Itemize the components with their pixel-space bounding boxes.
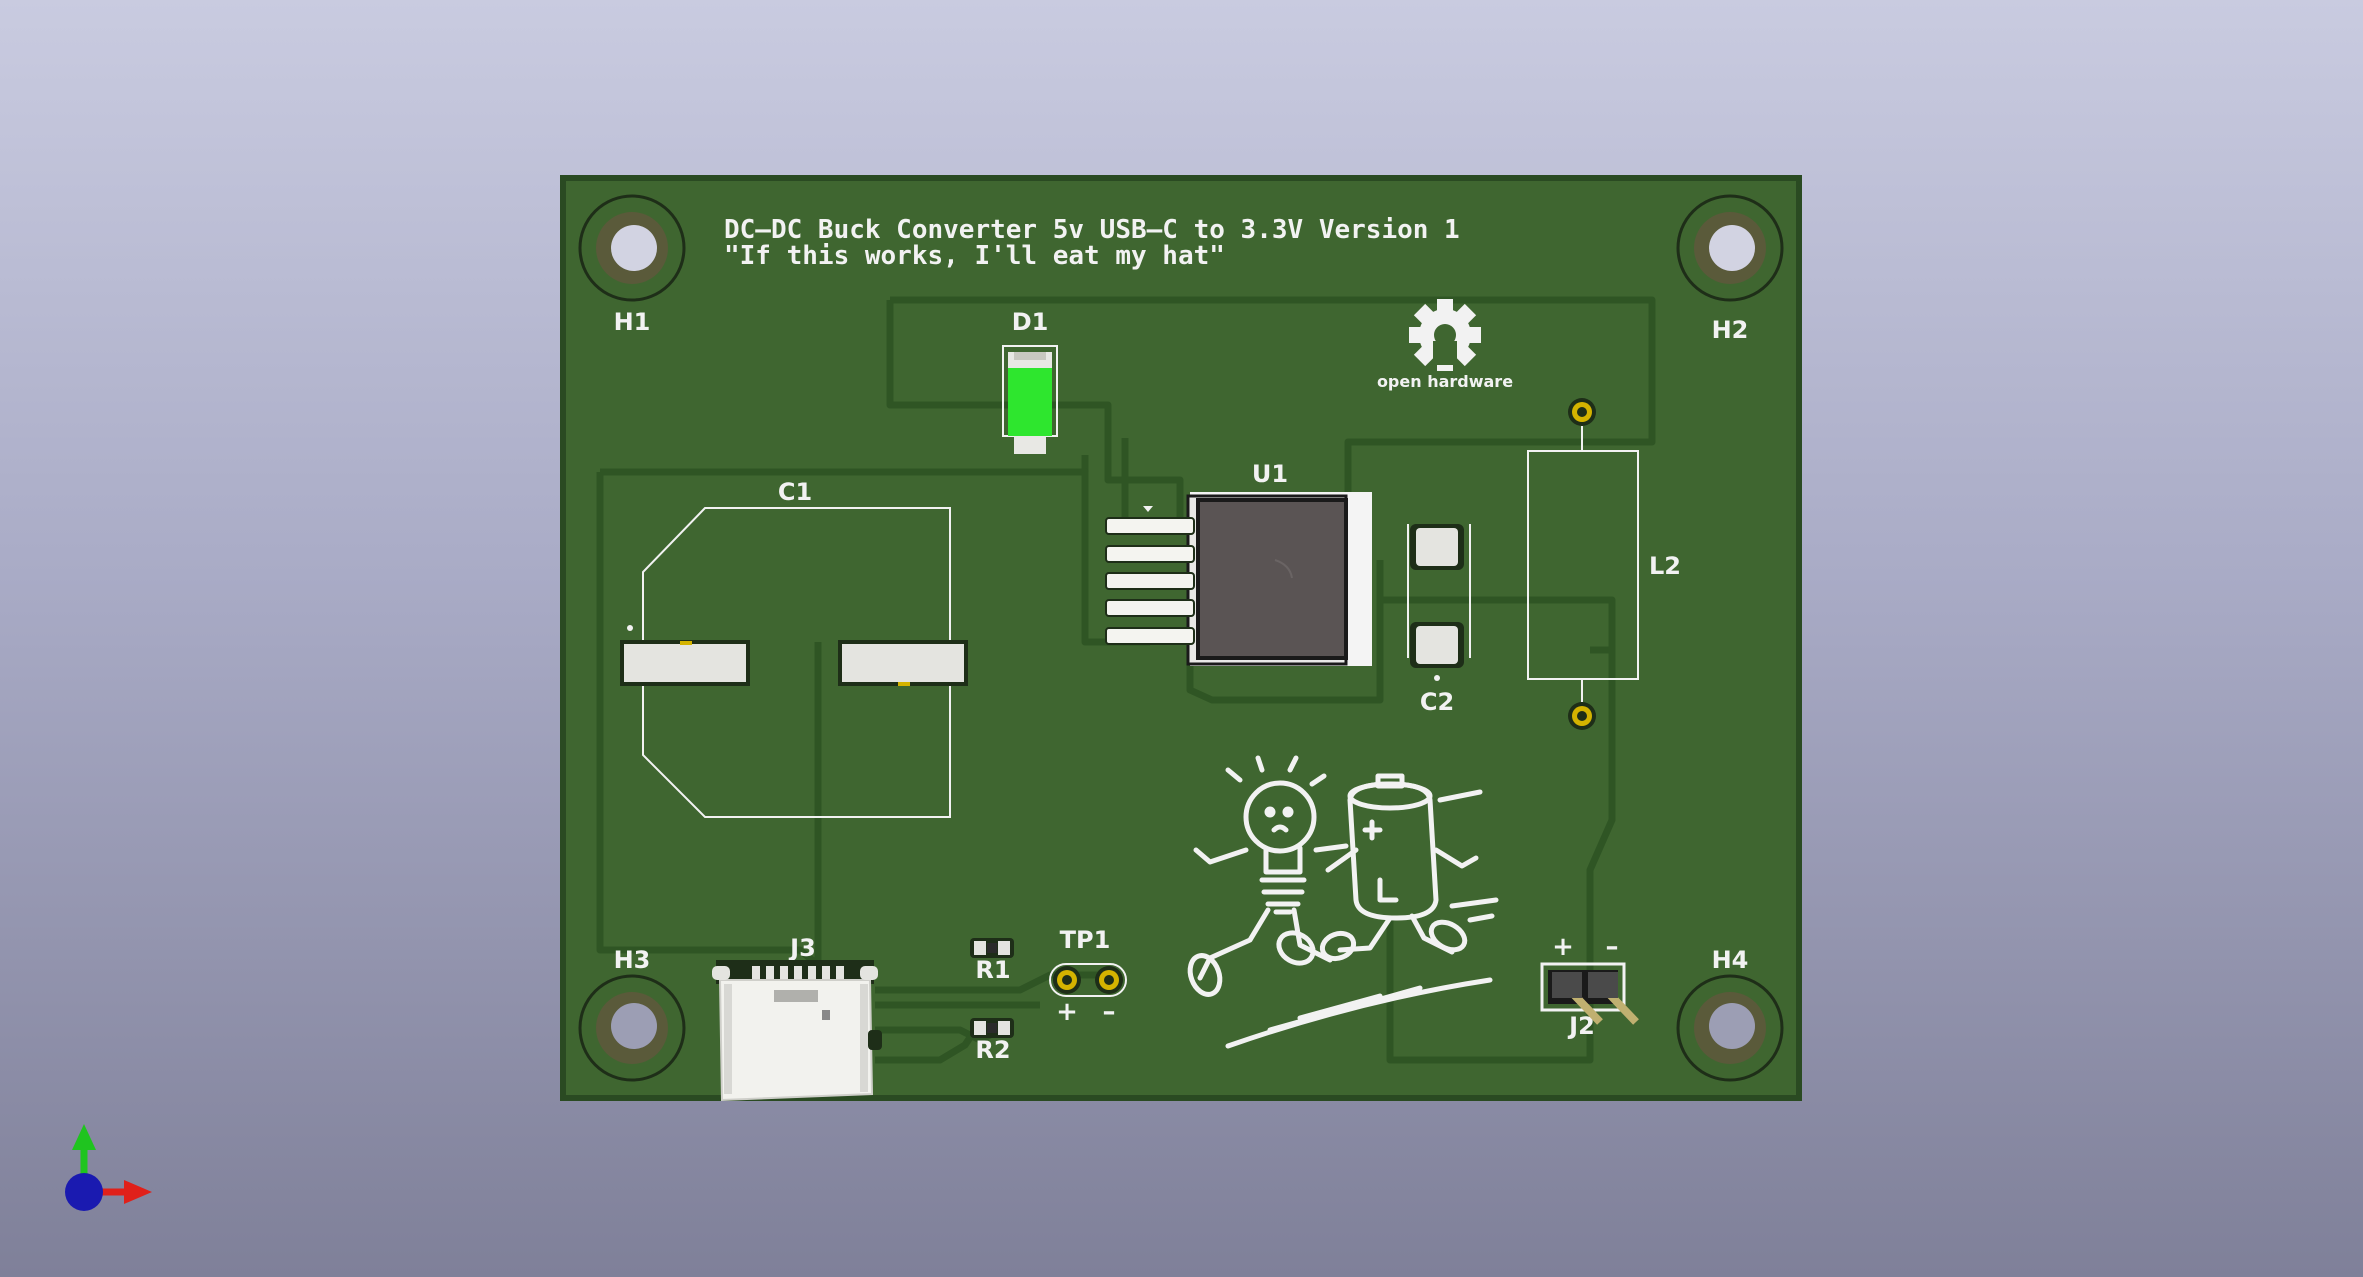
led-d1 [1002,345,1058,454]
label-tp1: TP1 [1060,926,1111,954]
resistor-r1 [970,938,1014,958]
label-h2: H2 [1712,316,1749,344]
mounting-hole-h3 [578,974,686,1082]
label-h1: H1 [614,308,651,336]
oshw-gear-icon [1409,299,1481,371]
testpoint-tp1 [1049,963,1127,997]
resistor-r2 [970,1018,1014,1038]
tp1-minus-label: – [1103,997,1116,1027]
header-j2 [1540,962,1639,1025]
j2-minus-label: – [1606,932,1619,962]
label-h4: H4 [1712,946,1749,974]
label-c2: C2 [1420,688,1454,716]
capacitor-c2 [1407,524,1471,681]
j2-plus-label: + [1552,932,1574,962]
xyz-axis-gizmo-icon [65,1124,152,1211]
mounting-hole-h1 [578,194,686,302]
regulator-u1 [1105,492,1372,666]
label-r2: R2 [975,1036,1010,1064]
inductor-l2 [1527,398,1639,730]
board-subtitle: "If this works, I'll eat my hat" [724,241,1225,271]
label-l2: L2 [1649,552,1681,580]
board-title: DC–DC Buck Converter 5v USB–C to 3.3V Ve… [724,215,1460,245]
mounting-hole-h2 [1676,194,1784,302]
oshw-logo-text: open hardware [1377,372,1513,391]
label-d1: D1 [1012,308,1049,336]
label-h3: H3 [614,946,651,974]
label-r1: R1 [975,956,1010,984]
tp1-plus-label: + [1056,997,1078,1027]
label-c1: C1 [778,478,812,506]
mounting-hole-h4 [1676,974,1784,1082]
label-u1: U1 [1252,460,1288,488]
lightbulb-and-battery-running-icon [1187,755,1499,1049]
label-j3: J3 [788,934,816,962]
capacitor-c1 [620,507,968,818]
usb-c-connector-j3 [712,960,882,1102]
